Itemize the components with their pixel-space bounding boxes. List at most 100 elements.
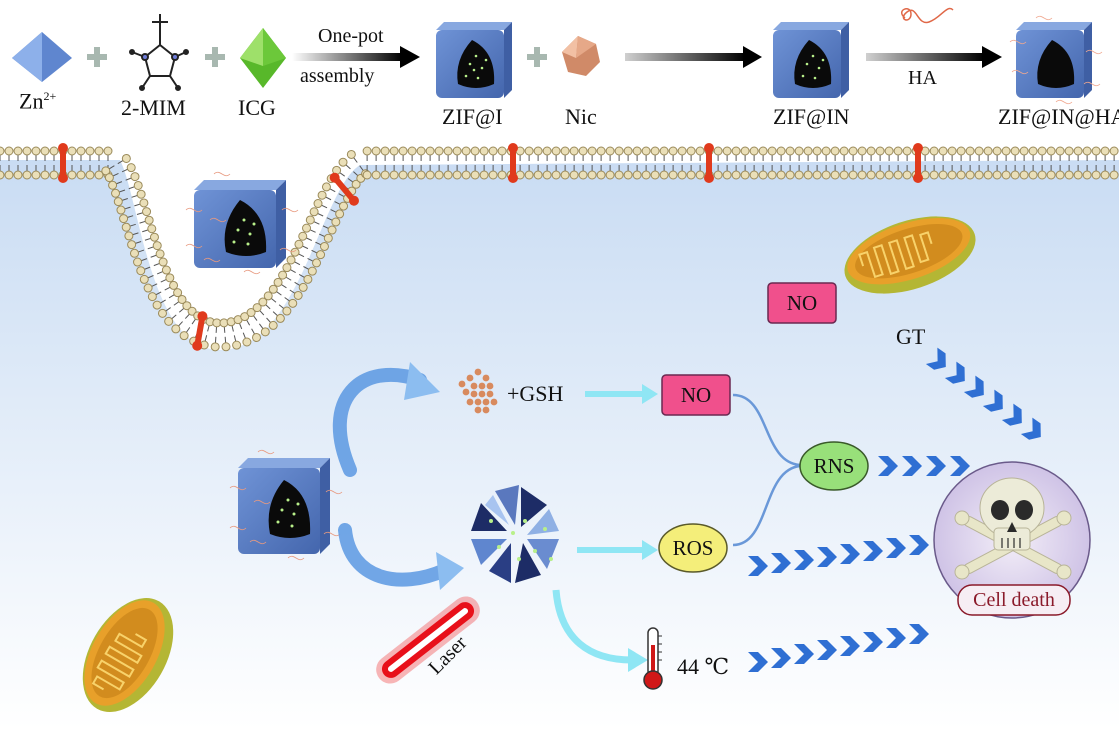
lipid-head [488,170,498,180]
laser-icon [376,596,480,684]
lipid-head [929,170,939,180]
connector-no-rns [732,393,801,467]
lipid-head [407,170,417,180]
chevron-icon [840,544,860,564]
lipid-head [260,327,270,337]
lipid-head [323,233,333,243]
mitochondrion-icon [82,598,174,712]
gsh-label: +GSH [507,381,564,406]
lipid-head [1091,170,1101,180]
nic-particle [474,368,482,376]
lipid-head [587,170,597,180]
plus-icon [205,47,225,67]
cyan-arrow-gsh-no [585,384,658,404]
chevron-icon [926,456,946,476]
lipid-head [713,146,723,156]
lipid-head [121,153,131,163]
nic-particle [466,374,474,382]
zif-in-cube-icon [773,22,849,98]
lipid-head [866,170,876,180]
lipid-head [136,266,146,276]
lipid-head [533,146,543,156]
lipid-head [758,146,768,156]
lipid-head [875,170,885,180]
endocytosed-nanoparticle-icon [185,171,299,275]
lipid-head [327,225,337,235]
lipid-head [848,146,858,156]
lipid-head [1046,170,1056,180]
lipid-head [177,294,187,304]
lipid-head [488,146,498,156]
lipid-head [974,146,984,156]
nic-particle [486,382,494,390]
lipid-head [767,170,777,180]
lipid-head [268,320,278,330]
lipid-head [875,146,885,156]
lipid-head [839,170,849,180]
receptor-icon [58,143,68,183]
chevron-icon [886,538,906,558]
lipid-head [22,146,32,156]
lipid-head [380,146,390,156]
degraded-nanoparticle-icon [471,485,559,583]
chevron-icon [925,347,946,370]
nic-particle [474,398,482,406]
lipid-head [362,146,372,156]
zif-i-label: ZIF@I [442,104,503,129]
lipid-head [319,241,329,251]
arrow-mid [625,46,762,68]
lipid-head [1028,146,1038,156]
lipid-head [278,270,288,280]
no-box-top [767,282,837,324]
lipid-head [1055,146,1065,156]
lipid-head [1001,146,1011,156]
curved-arrow-up-head [404,362,440,400]
lipid-head [659,146,669,156]
lipid-head [740,170,750,180]
lipid-head [335,209,345,219]
lipid-head [290,247,300,257]
lipid-head [4,146,14,156]
lipid-head [13,146,23,156]
chevron-icon [963,375,984,398]
lipid-head [569,170,579,180]
lipid-head [632,146,642,156]
zif-in-ha-label: ZIF@IN@HA [998,104,1119,129]
nic-particle [470,390,478,398]
zif-i-cube-icon [436,22,512,98]
lipid-head [293,290,303,300]
lipid-head [313,199,323,209]
cell-death-label: Cell death [973,588,1055,611]
nic-particle [490,398,498,406]
lipid-head [830,146,840,156]
chevron-icon [748,556,768,576]
lipid-head [794,170,804,180]
lipid-head [273,277,283,287]
lipid-head [884,170,894,180]
chevron-icon [950,456,970,476]
lipid-head [821,170,831,180]
lipid-head [142,207,152,217]
lipid-head [965,146,975,156]
lipid-head [116,205,126,215]
lipid-head [668,170,678,180]
lipid-head [252,332,262,342]
lipid-head [126,163,136,173]
lipid-head [524,170,534,180]
lipid-head [578,146,588,156]
lipid-head [1091,146,1101,156]
lipid-head [139,198,149,208]
nic-particle [462,388,470,396]
lipid-head [1082,170,1092,180]
lipid-head [857,170,867,180]
lipid-head [136,189,146,199]
lipid-head [731,146,741,156]
rns-ellipse [799,441,869,491]
lipid-head [371,146,381,156]
lipid-head [1109,146,1119,156]
lipid-head [398,146,408,156]
lipid-head [303,274,313,284]
nic-particle [466,398,474,406]
lipid-head [443,170,453,180]
